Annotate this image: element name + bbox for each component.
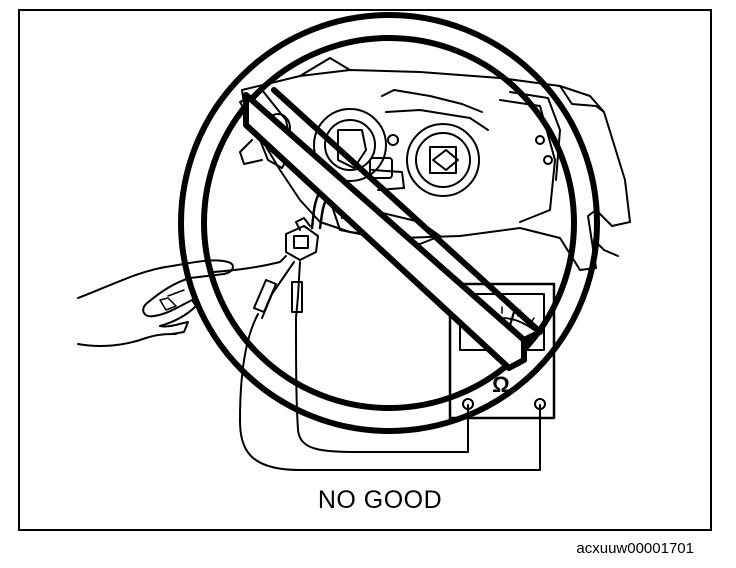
prohibition-circle-icon bbox=[178, 12, 600, 434]
meter-unit-symbol: Ω bbox=[492, 372, 510, 397]
test-leads bbox=[239, 261, 542, 471]
connector-plug bbox=[285, 217, 319, 261]
caption: NO GOOD bbox=[317, 486, 443, 514]
hand bbox=[77, 255, 287, 347]
figure-id: acxuuw00001701 bbox=[576, 540, 694, 557]
figure-frame bbox=[18, 9, 712, 531]
